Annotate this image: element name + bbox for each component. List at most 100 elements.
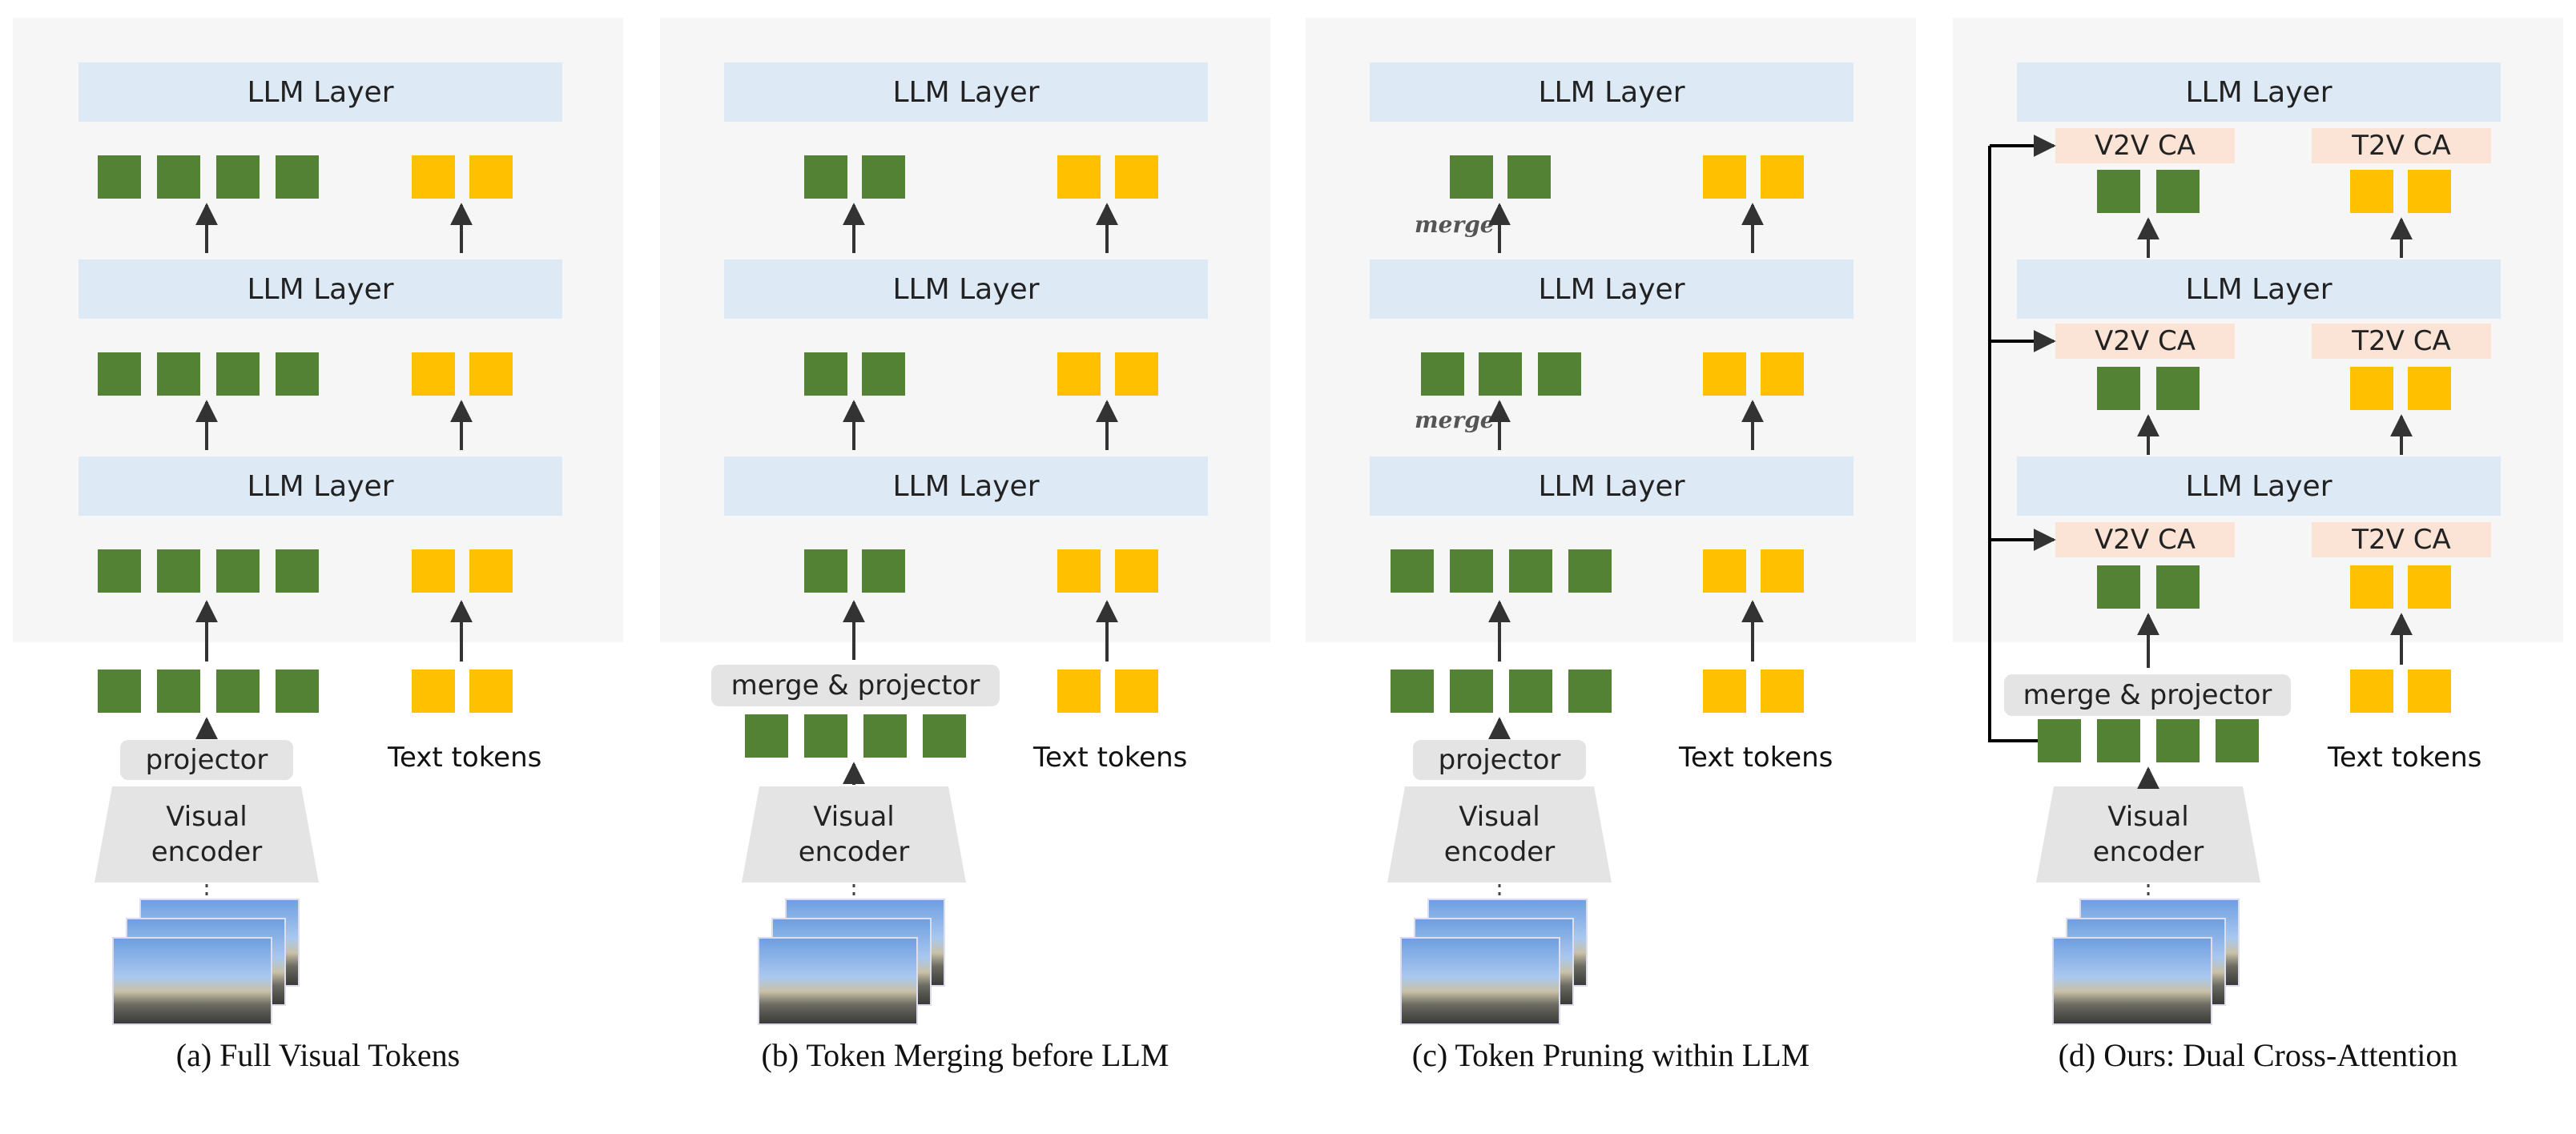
- visual-token: [1391, 670, 1434, 713]
- visual-token: [863, 714, 907, 758]
- text-token: [412, 155, 455, 199]
- text-token: [469, 670, 513, 713]
- visual-token: [862, 352, 905, 396]
- video-frame: [758, 937, 918, 1025]
- visual-token: [862, 549, 905, 593]
- visual-token: [804, 714, 847, 758]
- text-token: [1761, 155, 1804, 199]
- panel-a-llm-layer-top: LLM Layer: [78, 62, 562, 122]
- visual-token: [2097, 367, 2140, 410]
- text-token: [2350, 565, 2393, 609]
- text-token: [2350, 670, 2393, 713]
- text-token: [1703, 670, 1746, 713]
- visual-token: [1479, 352, 1522, 396]
- text-token: [469, 155, 513, 199]
- text-token: [1057, 670, 1101, 713]
- panel-c-background: [1306, 18, 1916, 642]
- visual-token: [2097, 170, 2140, 213]
- visual-token: [98, 670, 141, 713]
- visual-token: [216, 670, 260, 713]
- text-token: [1057, 155, 1101, 199]
- text-token: [2408, 670, 2451, 713]
- panel-d-text-tokens-label: Text tokens: [2328, 742, 2482, 774]
- text-token: [2408, 367, 2451, 410]
- visual-token: [2156, 170, 2200, 213]
- panel-c-llm-layer-middle: LLM Layer: [1370, 259, 1854, 319]
- video-frame: [112, 937, 272, 1025]
- visual-token: [98, 549, 141, 593]
- visual-token: [1507, 155, 1551, 199]
- panel-d-v2v-ca-top: V2V CA: [2055, 128, 2235, 163]
- visual-token: [1568, 549, 1612, 593]
- visual-token: [157, 670, 200, 713]
- panel-d-llm-layer-bottom: LLM Layer: [2017, 456, 2501, 516]
- panel-c-projector: projector: [1413, 740, 1586, 780]
- panel-a-projector: projector: [120, 740, 293, 780]
- visual-token: [276, 352, 319, 396]
- visual-token: [216, 549, 260, 593]
- panel-b-llm-layer-middle: LLM Layer: [724, 259, 1208, 319]
- text-token: [1703, 549, 1746, 593]
- text-token: [469, 352, 513, 396]
- visual-encoder-label-line1: Visual: [813, 801, 895, 833]
- panel-d-t2v-ca-middle: T2V CA: [2312, 324, 2491, 359]
- panel-d-merge-projector: merge & projector: [2004, 674, 2291, 716]
- panel-d-llm-layer-middle: LLM Layer: [2017, 259, 2501, 319]
- visual-encoder-label-line1: Visual: [2107, 801, 2189, 833]
- panel-d-t2v-ca-top: T2V CA: [2312, 128, 2491, 163]
- panel-d-v2v-ca-bottom: V2V CA: [2055, 522, 2235, 557]
- visual-token: [276, 549, 319, 593]
- visual-token: [1509, 549, 1552, 593]
- video-frame: [2052, 937, 2212, 1025]
- visual-encoder-label-line2: encoder: [798, 836, 910, 868]
- panel-d-side-connector: [1988, 146, 2038, 742]
- visual-encoder-trapezoid-icon: [742, 786, 966, 883]
- panel-c-text-tokens-label: Text tokens: [1679, 742, 1833, 774]
- visual-token: [1450, 549, 1493, 593]
- text-token: [2350, 170, 2393, 213]
- visual-token: [923, 714, 966, 758]
- caption-a: (a) Full Visual Tokens: [175, 1037, 461, 1073]
- panel-a-llm-layer-middle: LLM Layer: [78, 259, 562, 319]
- panel-d-v2v-ca-middle: V2V CA: [2055, 324, 2235, 359]
- visual-token: [804, 549, 847, 593]
- visual-encoder-trapezoid-icon: [95, 786, 319, 883]
- panel-a-text-tokens-label: Text tokens: [388, 742, 542, 774]
- visual-token: [2156, 719, 2200, 762]
- text-token: [1703, 155, 1746, 199]
- text-token: [2408, 565, 2451, 609]
- visual-token: [157, 155, 200, 199]
- text-token: [1703, 352, 1746, 396]
- visual-token: [98, 155, 141, 199]
- video-frames-icon: [112, 899, 304, 1035]
- visual-token: [216, 352, 260, 396]
- visual-token: [804, 155, 847, 199]
- text-token: [469, 549, 513, 593]
- panel-c-llm-layer-top: LLM Layer: [1370, 62, 1854, 122]
- visual-token: [276, 155, 319, 199]
- panel-d-llm-layer-top: LLM Layer: [2017, 62, 2501, 122]
- visual-encoder-trapezoid-icon: [2036, 786, 2260, 883]
- visual-token: [745, 714, 788, 758]
- text-token: [412, 352, 455, 396]
- text-token: [1761, 670, 1804, 713]
- visual-encoder-label-line2: encoder: [1443, 836, 1556, 868]
- caption-b: (b) Token Merging before LLM: [761, 1037, 1169, 1073]
- text-token: [2408, 170, 2451, 213]
- text-token: [412, 670, 455, 713]
- text-token: [1115, 670, 1158, 713]
- text-token: [1115, 352, 1158, 396]
- visual-token: [2156, 565, 2200, 609]
- visual-token: [1391, 549, 1434, 593]
- visual-token: [2156, 367, 2200, 410]
- visual-token: [1509, 670, 1552, 713]
- text-token: [1057, 549, 1101, 593]
- visual-encoder-label-line2: encoder: [151, 836, 263, 868]
- panel-b-llm-layer-top: LLM Layer: [724, 62, 1208, 122]
